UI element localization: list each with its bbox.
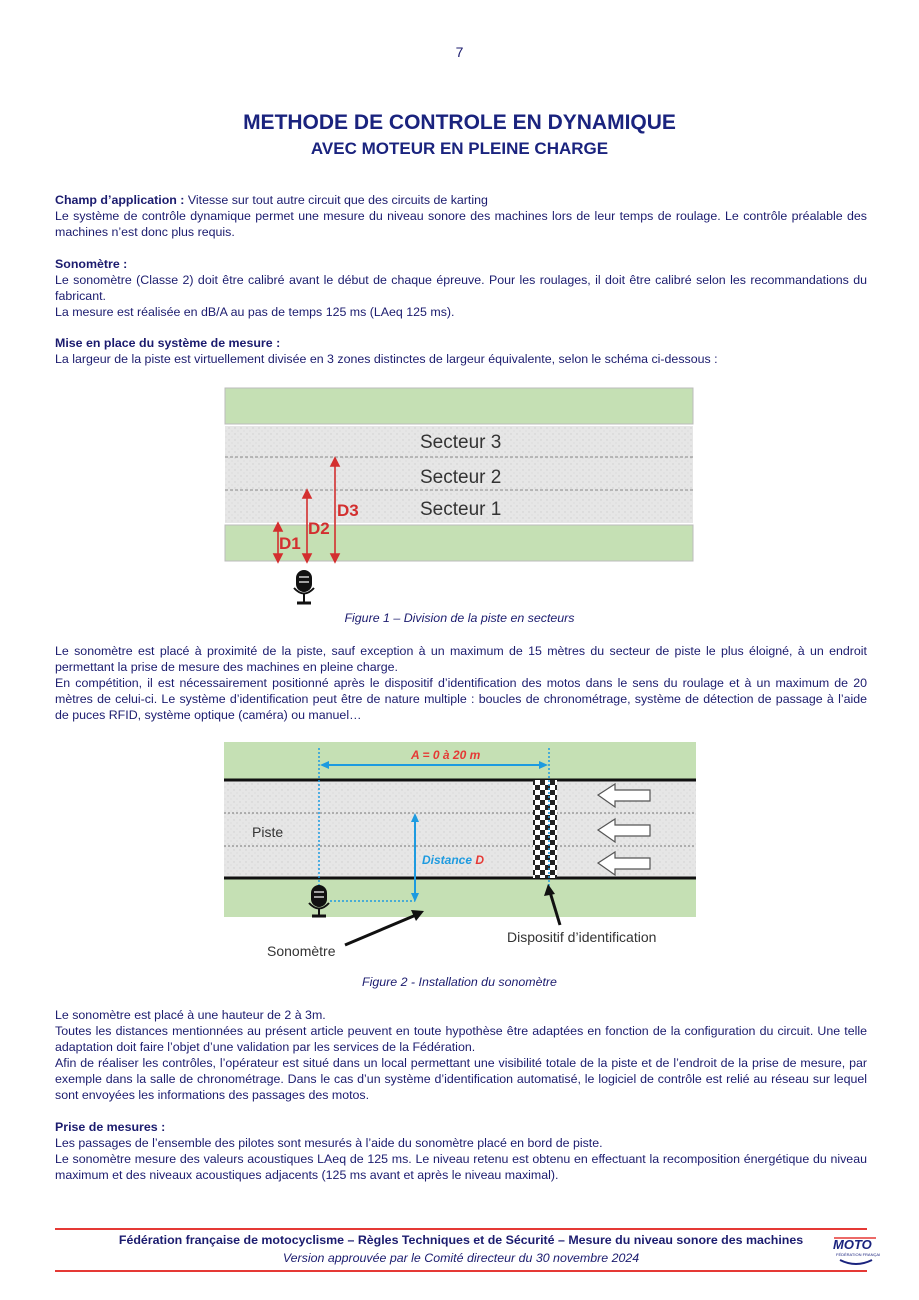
champ-line: Champ d’application : Vitesse sur tout a… — [55, 192, 867, 208]
sector-1-label: Secteur 1 — [420, 499, 501, 520]
prise-paragraph-2: Le sonomètre mesure des valeurs acoustiq… — [55, 1152, 867, 1182]
distance-arrows — [272, 456, 341, 564]
sector-2-label: Secteur 2 — [420, 467, 501, 488]
dispositif-pointer-arrow — [544, 884, 562, 926]
prise-paragraph-1: Les passages de l’ensemble des pilotes s… — [55, 1136, 603, 1150]
placement-paragraph-1: Le sonomètre est placé à proximité de la… — [55, 644, 867, 674]
grass-top — [224, 387, 694, 425]
svg-text:MOTO: MOTO — [833, 1237, 872, 1252]
svg-text:FÉDÉRATION FRANÇAISE: FÉDÉRATION FRANÇAISE — [836, 1252, 880, 1257]
mise-heading: Mise en place du système de mesure : — [55, 336, 281, 350]
footer-top-rule — [55, 1228, 867, 1230]
footer-version: Version approuvée par le Comité directeu… — [282, 1251, 640, 1265]
sonometre-paragraph-2: La mesure est réalisée en dB/A au pas de… — [55, 305, 455, 319]
d3-label: D3 — [337, 501, 359, 520]
distance-d-label: Distance D — [422, 853, 484, 867]
d1-label: D1 — [279, 534, 301, 553]
figure-2-caption: Figure 2 - Installation du sonomètre — [362, 975, 557, 989]
champ-heading: Champ d’application : — [55, 193, 185, 207]
section-sonometre: Sonomètre : Le sonomètre (Classe 2) doit… — [55, 256, 867, 320]
placement-paragraph-2: En compétition, il est nécessairement po… — [55, 676, 867, 722]
sonometre-heading: Sonomètre : — [55, 257, 128, 271]
distance-a-label: A = 0 à 20 m — [410, 748, 481, 762]
footer-title: Fédération française de motocyclisme – R… — [118, 1233, 804, 1247]
figure-1-track-sectors: Secteur 3 Secteur 2 Secteur 1 D1 D2 D3 — [224, 387, 694, 605]
identification-line — [533, 780, 557, 878]
figure-1-caption: Figure 1 – Division de la piste en secte… — [344, 611, 575, 625]
piste-label: Piste — [252, 824, 283, 840]
section-placement: Le sonomètre est placé à proximité de la… — [55, 643, 867, 723]
page-number: 7 — [455, 44, 464, 60]
install-paragraph-3: Afin de réaliser les contrôles, l’opérat… — [55, 1056, 867, 1102]
ffm-logo: MOTO FÉDÉRATION FRANÇAISE — [833, 1237, 880, 1265]
section-champ: Champ d’application : Vitesse sur tout a… — [55, 192, 867, 240]
dispositif-label: Dispositif d’identification — [507, 929, 656, 945]
distance-a-arrow — [320, 761, 548, 769]
install-paragraph-2: Toutes les distances mentionnées au prés… — [55, 1024, 867, 1054]
section-installation: Le sonomètre est placé à une hauteur de … — [55, 1007, 867, 1103]
sonometre-label: Sonomètre — [267, 943, 336, 959]
page-subtitle: AVEC MOTEUR EN PLEINE CHARGE — [310, 139, 609, 158]
mise-paragraph: La largeur de la piste est virtuellement… — [55, 352, 718, 366]
track — [225, 426, 693, 523]
champ-text: Vitesse sur tout autre circuit que des c… — [184, 193, 488, 207]
grass-top — [224, 742, 696, 780]
section-prise-de-mesures: Prise de mesures : Les passages de l’ens… — [55, 1119, 867, 1183]
direction-arrows-icon — [596, 782, 651, 877]
d2-label: D2 — [308, 519, 330, 538]
install-paragraph-1: Le sonomètre est placé à une hauteur de … — [55, 1008, 326, 1022]
footer-bottom-rule — [55, 1270, 867, 1272]
sonometre-paragraph-1: Le sonomètre (Classe 2) doit être calibr… — [55, 273, 867, 303]
page-title: METHODE DE CONTROLE EN DYNAMIQUE — [243, 111, 676, 134]
champ-paragraph: Le système de contrôle dynamique permet … — [55, 209, 867, 239]
sector-3-label: Secteur 3 — [420, 432, 501, 453]
prise-heading: Prise de mesures : — [55, 1120, 166, 1134]
distance-d-arrow — [330, 813, 419, 902]
sonometre-pointer-arrow — [344, 910, 424, 947]
section-mise-en-place: Mise en place du système de mesure : La … — [55, 335, 867, 367]
grass-bottom — [224, 878, 696, 917]
microphone-icon — [308, 885, 330, 918]
microphone-icon — [293, 570, 315, 605]
figure-2-installation: A = 0 à 20 m Distance D Piste Sonomètre … — [224, 742, 696, 959]
